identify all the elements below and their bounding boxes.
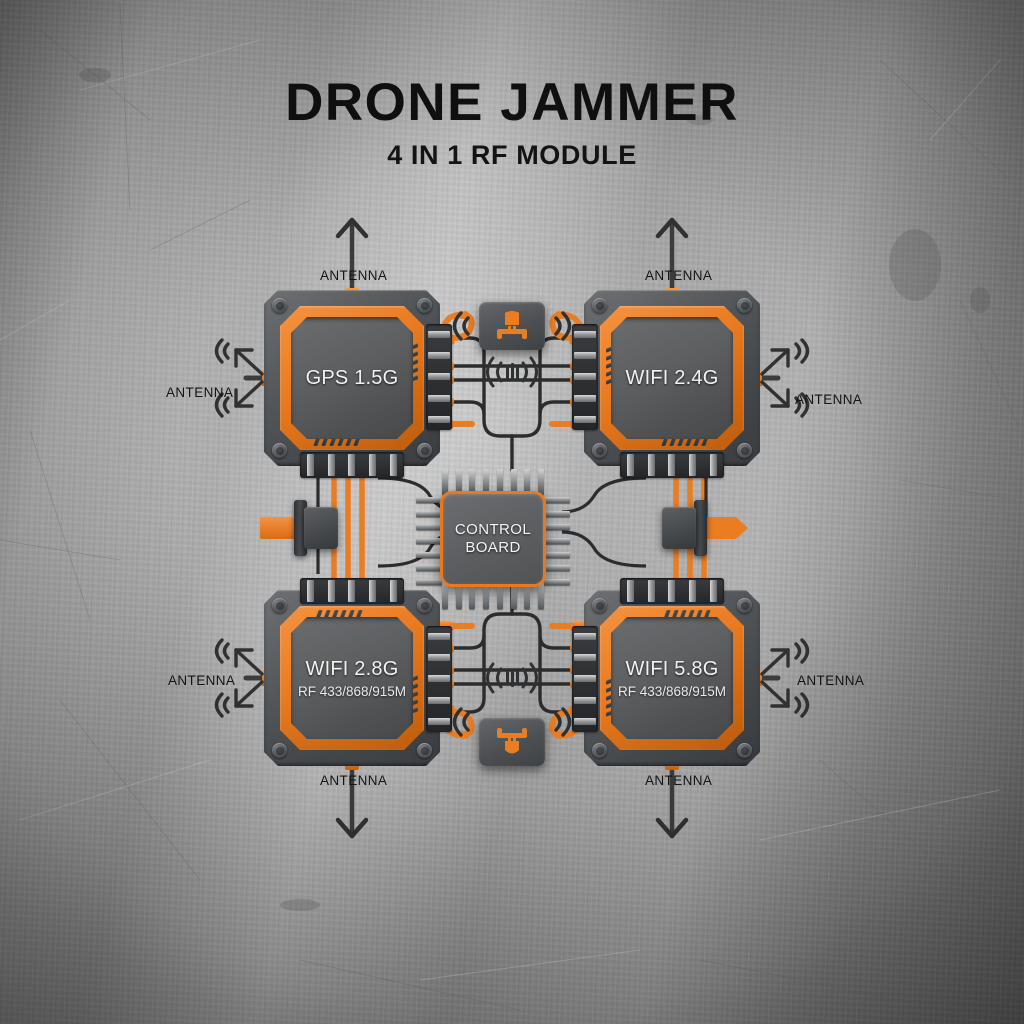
antenna-label-top-right: ANTENNA bbox=[645, 268, 713, 283]
drone-icon-box-top[interactable] bbox=[479, 302, 545, 350]
pin-header-top[interactable] bbox=[620, 578, 724, 604]
drone-icon bbox=[497, 728, 527, 754]
antenna-label-bottom-left: ANTENNA bbox=[320, 773, 388, 788]
pin-header-top[interactable] bbox=[300, 578, 404, 604]
antenna-label-bottom-right: ANTENNA bbox=[645, 773, 713, 788]
control-board-line2: BOARD bbox=[465, 539, 521, 556]
module-sublabel: RF 433/868/915M bbox=[297, 683, 407, 699]
antenna-label-right-upper: ANTENNA bbox=[795, 392, 863, 407]
module-wifi24[interactable]: WIFI 2.4G bbox=[572, 290, 760, 478]
module-sublabel: RF 433/868/915M bbox=[617, 683, 727, 699]
pin-header-bottom[interactable] bbox=[300, 452, 404, 478]
module-chip-face: WIFI 2.8G RF 433/868/915M bbox=[291, 617, 413, 739]
module-chip-face: GPS 1.5G bbox=[291, 317, 413, 439]
page-subtitle: 4 IN 1 RF MODULE bbox=[387, 140, 637, 170]
screw-icon bbox=[737, 298, 752, 313]
qfp-pins-bottom bbox=[442, 583, 544, 609]
screw-icon bbox=[737, 743, 752, 758]
connector-body bbox=[304, 507, 338, 549]
page-title: DRONE JAMMER bbox=[285, 73, 739, 132]
module-gps[interactable]: GPS 1.5G bbox=[264, 290, 452, 478]
side-connector-right[interactable] bbox=[662, 498, 748, 558]
antenna-label-right-lower: ANTENNA bbox=[797, 673, 865, 688]
connector-collar bbox=[294, 500, 307, 556]
screw-icon bbox=[417, 598, 432, 613]
control-board[interactable]: CONTROL BOARD bbox=[412, 463, 574, 615]
screw-icon bbox=[417, 298, 432, 313]
screw-icon bbox=[272, 598, 287, 613]
pin-header-right[interactable] bbox=[426, 324, 452, 430]
screw-icon bbox=[272, 743, 287, 758]
screw-icon bbox=[417, 743, 432, 758]
control-board-chip: CONTROL BOARD bbox=[440, 491, 546, 587]
module-label: WIFI 5.8G bbox=[625, 657, 719, 680]
drone-icon bbox=[497, 311, 527, 339]
module-wifi28[interactable]: WIFI 2.8G RF 433/868/915M bbox=[264, 578, 452, 766]
connector-tab bbox=[260, 517, 304, 539]
connector-body bbox=[662, 507, 696, 549]
module-label: WIFI 2.8G bbox=[305, 657, 399, 680]
screw-icon bbox=[592, 743, 607, 758]
qfp-pins-right bbox=[544, 497, 570, 585]
pin-header-bottom[interactable] bbox=[620, 452, 724, 478]
screw-icon bbox=[592, 598, 607, 613]
drone-icon-box-bottom[interactable] bbox=[479, 718, 545, 766]
module-chip-face: WIFI 2.4G bbox=[611, 317, 733, 439]
module-wifi58[interactable]: WIFI 5.8G RF 433/868/915M bbox=[572, 578, 760, 766]
screw-icon bbox=[272, 298, 287, 313]
pin-header-left[interactable] bbox=[572, 324, 598, 430]
connector-collar bbox=[694, 500, 707, 556]
connector-tab bbox=[698, 517, 748, 539]
screw-icon bbox=[272, 443, 287, 458]
antenna-label-left-upper: ANTENNA bbox=[166, 385, 234, 400]
pin-header-left[interactable] bbox=[572, 626, 598, 732]
screw-icon bbox=[592, 443, 607, 458]
module-label: WIFI 2.4G bbox=[625, 366, 719, 389]
module-label: GPS 1.5G bbox=[305, 366, 399, 389]
control-board-line1: CONTROL bbox=[454, 521, 532, 539]
module-chip-face: WIFI 5.8G RF 433/868/915M bbox=[611, 617, 733, 739]
pin-header-right[interactable] bbox=[426, 626, 452, 732]
screw-icon bbox=[737, 598, 752, 613]
qfp-pins-top bbox=[442, 469, 544, 495]
screw-icon bbox=[592, 298, 607, 313]
antenna-label-top-left: ANTENNA bbox=[320, 268, 388, 283]
antenna-label-left-lower: ANTENNA bbox=[168, 673, 236, 688]
side-connector-left[interactable] bbox=[260, 498, 362, 558]
screw-icon bbox=[737, 443, 752, 458]
screw-icon bbox=[417, 443, 432, 458]
qfp-pins-left bbox=[416, 497, 442, 585]
